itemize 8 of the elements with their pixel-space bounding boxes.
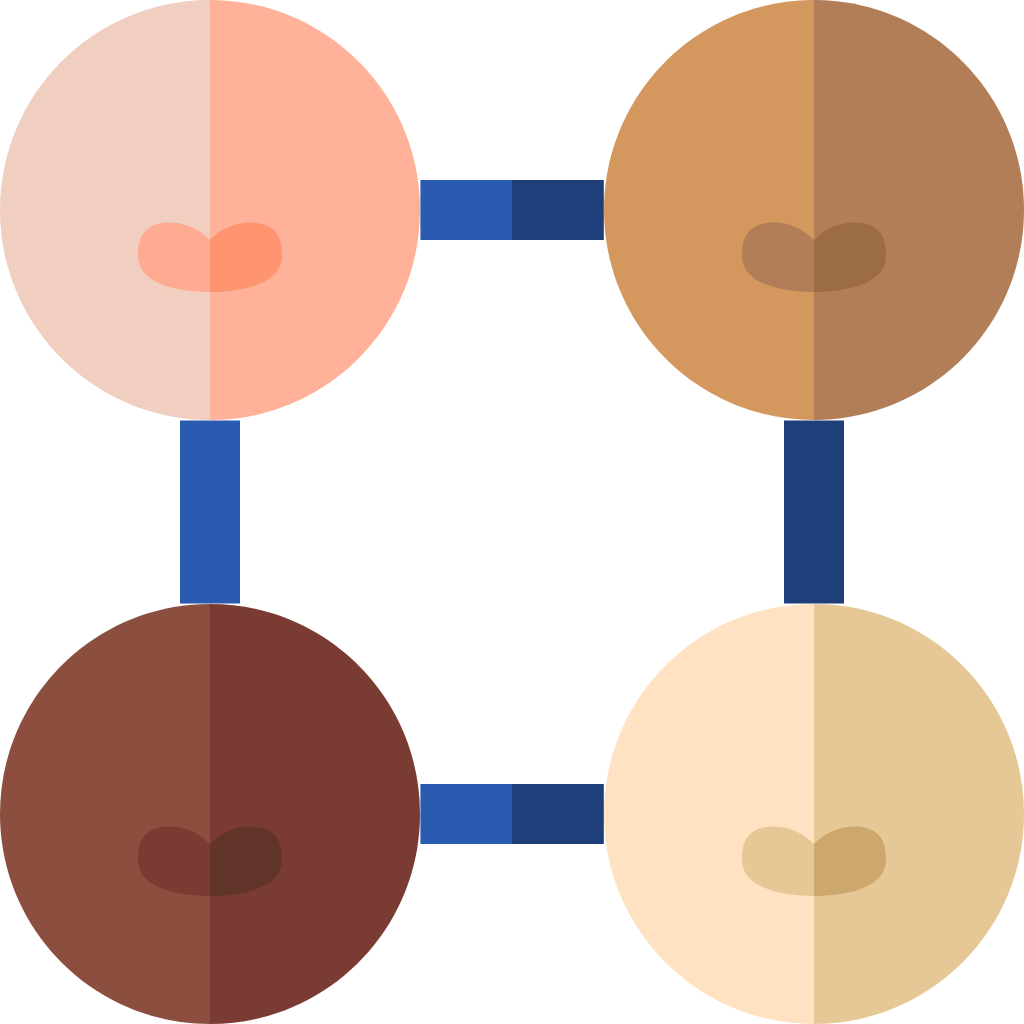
connector-bar	[784, 420, 844, 604]
skin-tone-circle	[0, 604, 420, 1024]
skin-tone-circle	[604, 0, 1024, 420]
skin-tone-circle	[0, 0, 420, 420]
connector-bar	[180, 420, 240, 604]
connector-bar	[420, 784, 604, 844]
connector-bar	[420, 180, 604, 240]
skin-tone-circle	[604, 604, 1024, 1024]
